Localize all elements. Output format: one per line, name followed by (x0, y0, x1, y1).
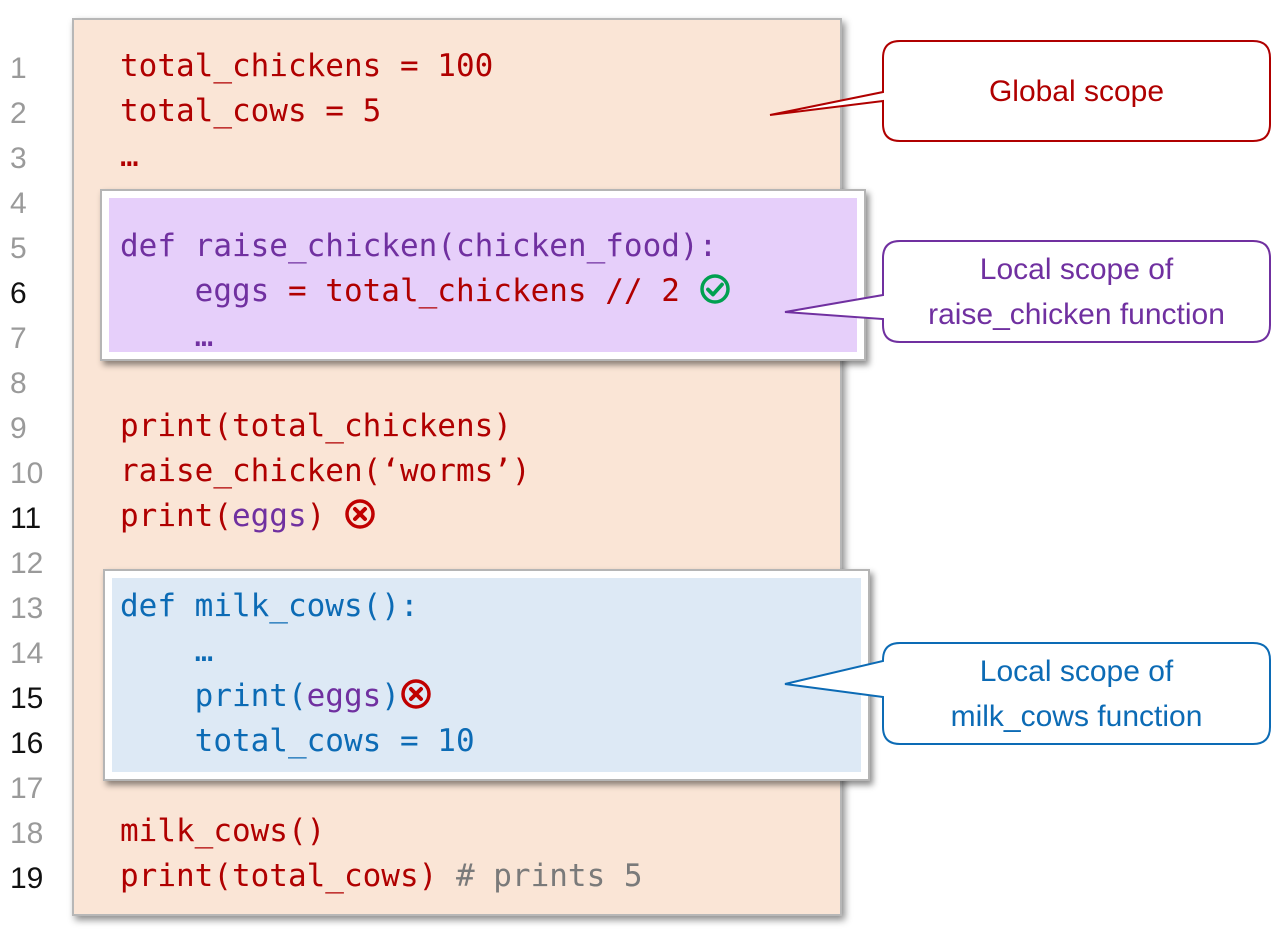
code-line-1: total_chickens = 100 (120, 48, 494, 84)
code-line-3: … (120, 138, 139, 174)
check-circle-icon (699, 274, 730, 304)
code-comment: # prints 5 (437, 858, 643, 894)
line-number: 15 (10, 682, 44, 715)
error-x-circle-icon (401, 679, 431, 709)
line-number: 12 (10, 547, 44, 580)
code-line-19: print(total_cows) # prints 5 (120, 858, 643, 894)
code-line-10: raise_chicken(‘worms’) (120, 453, 531, 489)
line-number: 7 (10, 322, 27, 355)
line-number: 3 (10, 142, 27, 175)
milk-cows-scope-label-2: milk_cows function (950, 700, 1203, 733)
line-number: 16 (10, 727, 44, 760)
line-number: 6 (10, 277, 27, 310)
code-line-6: eggs = total_chickens // 2 (120, 269, 731, 314)
code-line-11: print(eggs) (120, 494, 376, 539)
line-number: 10 (10, 457, 44, 490)
line-number: 13 (10, 592, 44, 625)
line-number: 1 (10, 52, 27, 85)
line-number: 4 (10, 187, 27, 220)
line-number: 11 (10, 502, 42, 535)
code-line-14: … (120, 633, 214, 669)
raise-chicken-scope-label-2: raise_chicken function (928, 298, 1225, 331)
line-number: 5 (10, 232, 27, 265)
raise-chicken-scope-box (100, 189, 866, 361)
code-line-15: print(eggs) (120, 674, 432, 719)
code-line-16: total_cows = 10 (120, 723, 475, 759)
code-line-9: print(total_chickens) (120, 408, 512, 444)
code-line-13: def milk_cows(): (120, 588, 419, 624)
code-line-7: … (120, 318, 214, 354)
raise-chicken-scope-label-1: Local scope of (979, 253, 1174, 286)
line-number: 2 (10, 97, 27, 130)
milk-cows-callout (784, 642, 1271, 745)
raise-chicken-callout (784, 240, 1271, 343)
milk-cows-scope-label-1: Local scope of (979, 655, 1174, 688)
line-number: 9 (10, 412, 27, 445)
line-number: 18 (10, 817, 44, 850)
line-number: 19 (10, 862, 44, 895)
code-line-18: milk_cows() (120, 813, 326, 849)
global-scope-label: Global scope (988, 75, 1165, 108)
code-line-5: def raise_chicken(chicken_food): (120, 228, 718, 264)
line-number: 14 (10, 637, 44, 670)
code-line-2: total_cows = 5 (120, 93, 382, 129)
eggs-variable: eggs (194, 273, 270, 309)
milk-cows-scope-box (103, 569, 870, 781)
line-number: 17 (10, 772, 44, 805)
line-number: 8 (10, 367, 27, 400)
error-x-circle-icon (345, 499, 375, 529)
global-scope-callout (769, 40, 1271, 142)
